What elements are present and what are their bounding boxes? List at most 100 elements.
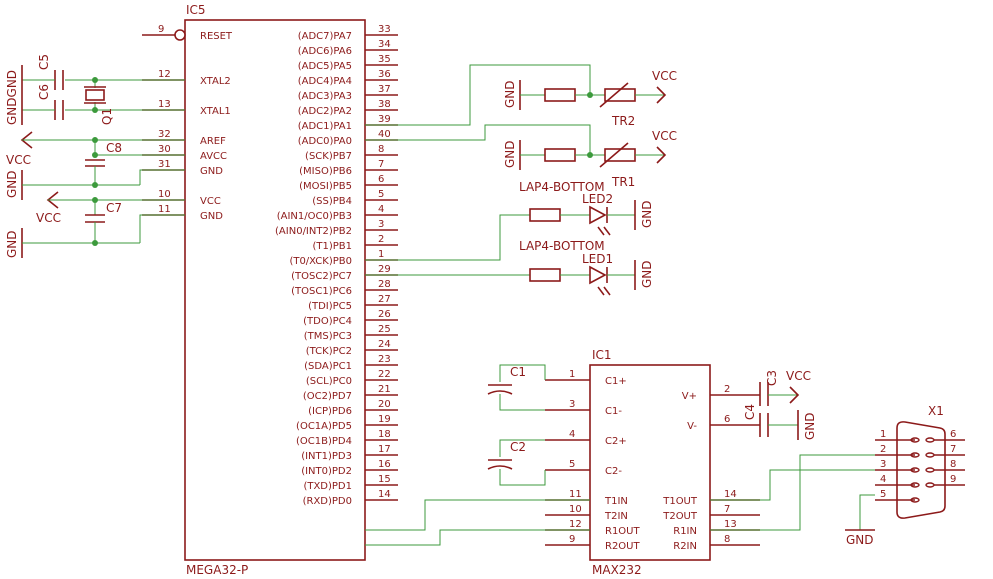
x1-pin-number: 9 xyxy=(950,474,956,485)
gnd-label-led2: GND xyxy=(640,200,654,228)
ic5-pin-number: 10 xyxy=(158,189,171,200)
avcc-section: C8 VCC GND xyxy=(5,131,185,200)
vplus-vminus-caps: C3 VCC C4 GND xyxy=(743,369,817,440)
ic5-pin-number: 17 xyxy=(378,444,391,455)
ic5-pin-name: (MOSI)PB5 xyxy=(299,181,352,192)
ic5-pin-number: 4 xyxy=(378,204,384,215)
c1-label: C1 xyxy=(510,365,526,379)
ic1-pin-number: 6 xyxy=(724,414,730,425)
ic5-pin-name: (INT1)PD3 xyxy=(301,451,352,462)
ic1-pin-name: R2IN xyxy=(673,541,697,552)
ic5-pin-name: (OC2)PD7 xyxy=(303,391,352,402)
ic1-pin-number: 14 xyxy=(724,489,737,500)
ic1-value: MAX232 xyxy=(592,563,642,577)
vcc-label-tr1: VCC xyxy=(652,129,677,143)
ic1-pin-number: 5 xyxy=(569,459,575,470)
ic1-pin-name: T1OUT xyxy=(662,496,698,507)
ic5-pin-name: XTAL2 xyxy=(200,76,231,87)
gnd-label-led1: GND xyxy=(640,260,654,288)
ic5-pin-number: 6 xyxy=(378,174,384,185)
tr2-label: TR2 xyxy=(611,114,635,128)
led1-label: LED1 xyxy=(582,252,613,266)
vcc-label-2: VCC xyxy=(36,211,61,225)
x1-pin-number: 5 xyxy=(880,489,886,500)
tr2-section: GND VCC TR2 xyxy=(365,64,677,128)
ic1-pin-name: T2IN xyxy=(604,511,628,522)
ic5-pin-name: (TCK)PC2 xyxy=(306,346,352,357)
gnd-label-c4: GND xyxy=(803,412,817,440)
ic5-pin-name: (SDA)PC1 xyxy=(304,361,352,372)
ic5-pin-name: (SCL)PC0 xyxy=(306,376,352,387)
ic5-pin-number: 23 xyxy=(378,354,391,365)
ic5-left-pins: 9RESET12XTAL213XTAL132AREF30AVCC31GND10V… xyxy=(142,24,233,222)
ic5-pin-name: RESET xyxy=(200,31,233,42)
ic1-pin-name: C2- xyxy=(605,466,622,477)
ic1-ref: IC1 xyxy=(592,348,612,362)
ic1-pin-number: 11 xyxy=(569,489,582,500)
ic5-ref: IC5 xyxy=(186,3,206,17)
ic5-pin-name: GND xyxy=(200,166,223,177)
ic5-pin-number: 15 xyxy=(378,474,391,485)
ic1-pin-name: R1IN xyxy=(673,526,697,537)
led1-section: LAP4-BOTTOM LED1 GND xyxy=(365,239,654,296)
ic5-pin-name: (SS)PB4 xyxy=(312,196,352,207)
gndgnd-label: GNDGND xyxy=(5,70,19,125)
ic1-pin-number: 13 xyxy=(724,519,737,530)
lap-label-bottom: LAP4-BOTTOM xyxy=(519,239,605,253)
x1-pin-number: 6 xyxy=(950,429,956,440)
c7-label: C7 xyxy=(106,201,122,215)
x1-pin-number: 4 xyxy=(880,474,886,485)
gnd-label-tr1: GND xyxy=(503,140,517,168)
ic5-pin-name: (RXD)PD0 xyxy=(303,496,352,507)
ic5-pin-name: GND xyxy=(200,211,223,222)
ic1-pin-name: C1+ xyxy=(605,376,627,387)
ic1-pin-name: C2+ xyxy=(605,436,627,447)
ic5-pin-number: 7 xyxy=(378,159,384,170)
ic5-pin-number: 11 xyxy=(158,204,171,215)
x1-pin-number: 8 xyxy=(950,459,956,470)
ic5-pin-name: AVCC xyxy=(200,151,227,162)
ic5-pin-name: (ADC6)PA6 xyxy=(298,46,352,57)
ic5-pin-number: 30 xyxy=(158,144,171,155)
c3-label: C3 xyxy=(765,370,779,386)
c4-label: C4 xyxy=(743,404,757,420)
ic5-pin-name: XTAL1 xyxy=(200,106,231,117)
vcc-section: C7 VCC GND xyxy=(5,191,185,258)
charge-pump-caps: C1 C2 xyxy=(487,364,546,486)
lap-label-top: LAP4-BOTTOM xyxy=(519,180,605,194)
ic5-pin-number: 13 xyxy=(158,99,171,110)
vcc-label-tr2: VCC xyxy=(652,69,677,83)
ic1-pin-name: R2OUT xyxy=(605,541,641,552)
c5-label: C5 xyxy=(37,54,51,70)
ic5-pin-name: (ADC3)PA3 xyxy=(298,91,352,102)
ic1-pin-number: 3 xyxy=(569,399,575,410)
ic5-pin-name: AREF xyxy=(200,136,226,147)
x1-pin-number: 1 xyxy=(880,429,886,440)
gnd-label-tr2: GND xyxy=(503,80,517,108)
ic5-pin-number: 20 xyxy=(378,399,391,410)
c8-label: C8 xyxy=(106,141,122,155)
ic1-pin-number: 4 xyxy=(569,429,575,440)
ic5-right-pins: 33(ADC7)PA734(ADC6)PA635(ADC5)PA536(ADC4… xyxy=(275,24,398,507)
ic5-pin-number: 36 xyxy=(378,69,391,80)
ic5-pin-number: 5 xyxy=(378,189,384,200)
ic5-pin-name: (SCK)PB7 xyxy=(305,151,352,162)
ic5-pin-name: (INT0)PD2 xyxy=(301,466,352,477)
ic5-pin-number: 35 xyxy=(378,54,391,65)
ic5-pin-name: (TDO)PC4 xyxy=(303,316,352,327)
ic1-pin-number: 10 xyxy=(569,504,582,515)
tr1-label: TR1 xyxy=(611,175,635,189)
ic5-pin-name: (ICP)PD6 xyxy=(308,406,352,417)
ic5-pin-number: 26 xyxy=(378,309,391,320)
ic5-pin-number: 24 xyxy=(378,339,391,350)
ic5-pin-number: 1 xyxy=(378,249,384,260)
ic5-pin-number: 22 xyxy=(378,369,391,380)
ic5-pin-number: 18 xyxy=(378,429,391,440)
ic5-pin-name: VCC xyxy=(200,196,221,207)
tr1-section: GND VCC TR1 xyxy=(365,124,677,189)
ic1-pin-name: T1IN xyxy=(604,496,628,507)
ic1-pin-number: 7 xyxy=(724,504,730,515)
